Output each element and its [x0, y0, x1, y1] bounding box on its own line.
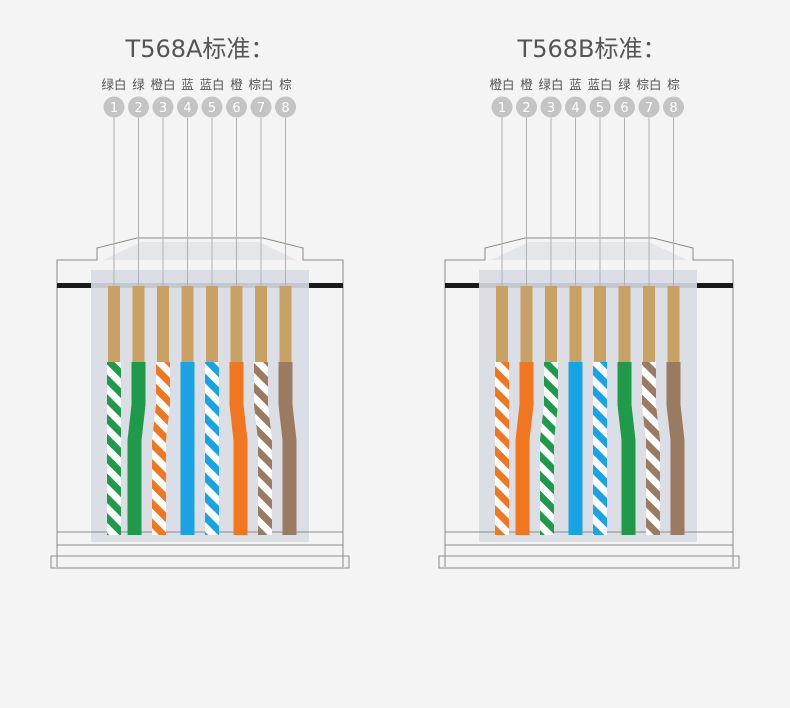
wire-3	[540, 362, 558, 535]
wire-8	[666, 362, 685, 535]
wire-5	[205, 362, 219, 535]
connector-shell	[56, 237, 344, 567]
connector-base	[438, 555, 740, 569]
connector-top-plate	[491, 242, 687, 260]
pin-number-badge	[516, 96, 537, 118]
gold-contact-pin	[520, 286, 533, 362]
wire-8	[278, 362, 297, 535]
wire-color-label: 蓝白	[199, 77, 224, 92]
wire-color-label: 绿白	[538, 77, 563, 92]
wire-color-label: 蓝	[181, 77, 194, 92]
gold-contact-pin	[181, 286, 194, 362]
pin-number: 1	[110, 101, 118, 116]
t568a-panel: T568A标准： 绿白 1绿 2 橙白 3蓝 4 蓝白 5橙 6 棕白 7棕 8	[50, 35, 350, 569]
wire-color-label: 橙	[520, 77, 533, 92]
gold-contact-pin	[643, 286, 655, 362]
pin-number-badge	[177, 96, 198, 118]
pin-number: 7	[257, 101, 265, 116]
wire-4	[180, 362, 195, 535]
standard-title: T568B标准：	[517, 35, 667, 63]
wire-1	[495, 362, 509, 535]
wire-color-label: 棕白	[636, 77, 661, 92]
gold-contact-pin	[108, 286, 120, 362]
wire-color-label: 蓝白	[587, 77, 612, 92]
wire-color-label: 蓝	[569, 77, 582, 92]
wire-6	[229, 362, 248, 535]
connector-body	[479, 270, 697, 542]
wire-color-label: 棕白	[248, 77, 273, 92]
wire-7	[642, 362, 660, 535]
pin-number: 6	[232, 101, 240, 116]
pin-number: 4	[183, 101, 191, 116]
pin-number-badge	[589, 96, 611, 118]
pin-number-badge	[103, 96, 125, 118]
pin-number-badge	[540, 96, 562, 118]
wire-3	[152, 362, 170, 535]
gold-contact-pin	[157, 286, 169, 362]
gold-contact-pin	[279, 286, 292, 362]
wire-color-label: 橙	[230, 77, 243, 92]
gold-contact-pin	[255, 286, 267, 362]
wire-7	[254, 362, 272, 535]
pin-number-badge	[638, 96, 660, 118]
t568b-panel: T568B标准：橙白 1橙 2 绿白 3蓝 4 蓝白 5绿 6 棕白 7棕 8	[438, 35, 740, 569]
pin-number: 6	[620, 101, 628, 116]
connector-base	[50, 555, 350, 569]
wire-6	[617, 362, 636, 535]
pin-number: 2	[134, 101, 142, 116]
wire-2	[127, 362, 146, 535]
gold-contact-pin	[132, 286, 145, 362]
standard-title: T568A标准：	[125, 35, 275, 63]
pin-number: 3	[547, 101, 555, 116]
connector-shell	[444, 237, 734, 567]
wire-2	[515, 362, 534, 535]
pin-number: 8	[281, 101, 289, 116]
connector-body	[91, 270, 309, 542]
pin-number-badge	[565, 96, 586, 118]
gold-contact-pin	[496, 286, 508, 362]
pin-number: 3	[159, 101, 167, 116]
wire-1	[107, 362, 121, 535]
wire-4	[568, 362, 583, 535]
pin-number-badge	[152, 96, 174, 118]
gold-contact-pin	[230, 286, 243, 362]
gold-contact-pin	[618, 286, 631, 362]
connector-top-plate	[103, 242, 297, 260]
gold-contact-pin	[667, 286, 680, 362]
pin-number-badge	[275, 96, 296, 118]
wire-color-label: 棕	[667, 77, 680, 92]
wire-color-label: 绿白	[101, 77, 126, 92]
pin-number-badge	[663, 96, 684, 118]
pin-number: 4	[571, 101, 579, 116]
pin-number-badge	[226, 96, 247, 118]
pin-number-badge	[250, 96, 272, 118]
wire-color-label: 橙白	[489, 77, 514, 92]
wire-color-label: 绿	[132, 77, 145, 92]
gold-contact-pin	[594, 286, 606, 362]
pin-number-badge	[614, 96, 635, 118]
pin-number: 1	[498, 101, 506, 116]
pin-number: 2	[522, 101, 530, 116]
pin-number: 5	[596, 101, 604, 116]
wire-color-label: 橙白	[150, 77, 175, 92]
wire-color-label: 棕	[279, 77, 292, 92]
pin-number: 8	[669, 101, 677, 116]
pin-number: 5	[208, 101, 216, 116]
pin-number-badge	[128, 96, 149, 118]
wire-5	[593, 362, 607, 535]
gold-contact-pin	[545, 286, 557, 362]
pin-number-badge	[201, 96, 223, 118]
gold-contact-pin	[569, 286, 582, 362]
pin-number-badge	[491, 96, 513, 118]
pin-number: 7	[645, 101, 653, 116]
wire-color-label: 绿	[618, 77, 631, 92]
gold-contact-pin	[206, 286, 218, 362]
